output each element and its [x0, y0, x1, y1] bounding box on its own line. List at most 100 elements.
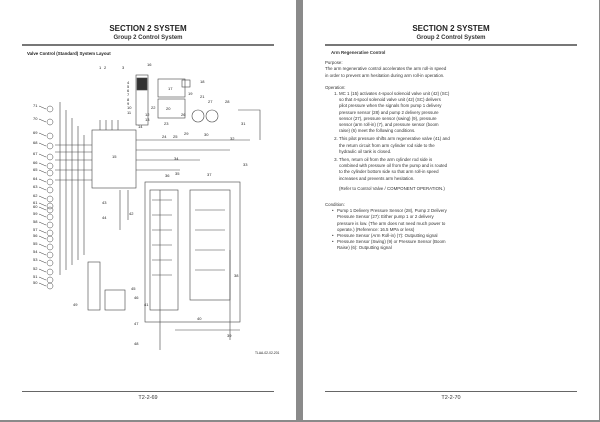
left-page: SECTION 2 SYSTEM Group 2 Control System … — [0, 0, 296, 420]
callout-62: 62 — [33, 193, 38, 198]
callout-29: 29 — [184, 131, 189, 136]
figure-subtitle: Valve Control (Standard) System Layout — [27, 51, 111, 56]
condition-item: Pressure Sensor (Arm Roll-in) (7): Outpu… — [332, 233, 450, 239]
condition-item: Pump 1 Delivery Pressure Sensor (28), Pu… — [332, 208, 450, 233]
sensor-symbol — [46, 251, 54, 259]
leader-line — [38, 243, 47, 248]
leader-line — [38, 178, 47, 183]
callout-66: 66 — [33, 160, 38, 165]
callout-16: 16 — [147, 62, 152, 67]
callout-63: 63 — [33, 184, 38, 189]
callout-20: 20 — [166, 106, 171, 111]
monitor-unit — [136, 77, 148, 91]
callout-40: 40 — [197, 316, 202, 321]
callout-8: 8 — [127, 97, 130, 102]
leader-line — [38, 213, 47, 218]
callout-61: 61 — [33, 200, 38, 205]
callout-7: 7 — [127, 92, 130, 97]
callout-48: 48 — [134, 341, 139, 346]
callout-18: 18 — [200, 79, 205, 84]
operation-step: Then, return oil from the arm cylinder r… — [339, 157, 450, 182]
leader-line — [38, 105, 47, 110]
callout-47: 47 — [134, 321, 139, 326]
callout-4: 4 — [127, 80, 130, 85]
section-title: SECTION 2 SYSTEM — [109, 24, 187, 33]
sensor-symbol — [46, 186, 54, 194]
leader-line — [38, 268, 47, 273]
callout-27: 27 — [208, 99, 213, 104]
callout-38: 38 — [234, 273, 239, 278]
leader-line — [38, 142, 47, 147]
callout-15: 15 — [112, 154, 117, 159]
callout-52: 52 — [33, 266, 38, 271]
callout-60: 60 — [33, 204, 38, 209]
callout-59: 59 — [33, 211, 38, 216]
operation-steps: MC 1 (15) activates 4-spool solenoid val… — [325, 91, 450, 182]
callout-71: 71 — [33, 103, 38, 108]
callout-41: 41 — [144, 302, 149, 307]
callout-58: 58 — [33, 219, 38, 224]
purpose-label: Purpose: — [325, 60, 343, 66]
callout-9: 9 — [127, 101, 130, 106]
sensor-symbol — [46, 229, 54, 237]
callout-36: 36 — [165, 173, 170, 178]
sensor-symbol — [46, 282, 54, 290]
reference-note: (Refer to Control Valve / COMPONENT OPER… — [339, 185, 445, 191]
leader-line — [38, 186, 47, 191]
callout-6: 6 — [127, 88, 130, 93]
callout-46: 46 — [134, 295, 139, 300]
callout-13: 13 — [145, 117, 150, 122]
callout-34: 34 — [174, 156, 179, 161]
operation-step: MC 1 (15) activates 4-spool solenoid val… — [339, 91, 450, 134]
callout-64: 64 — [33, 176, 38, 181]
leader-line — [38, 206, 47, 211]
callout-70: 70 — [33, 116, 38, 121]
section-heading: Arm Regenerative Control — [331, 50, 386, 55]
page-number: T2-2-70 — [441, 395, 461, 401]
callout-11: 11 — [127, 110, 132, 115]
group-title: Group 2 Control System — [416, 35, 486, 41]
callout-53: 53 — [33, 257, 38, 262]
leader-line — [38, 132, 47, 137]
footer-rule — [325, 391, 577, 392]
callout-2: 2 — [104, 65, 107, 70]
callout-23: 23 — [164, 121, 169, 126]
mc-controller-box — [91, 129, 137, 189]
sensor-symbol — [46, 213, 54, 221]
callout-55: 55 — [33, 241, 38, 246]
section-title: SECTION 2 SYSTEM — [412, 24, 490, 33]
leader-line — [38, 221, 47, 226]
sensor-symbol — [46, 206, 54, 214]
right-page: SECTION 2 SYSTEM Group 2 Control System … — [303, 0, 599, 420]
sensor-symbol — [46, 142, 54, 150]
callout-35: 35 — [175, 171, 180, 176]
conditions-list: Pump 1 Delivery Pressure Sensor (28), Pu… — [325, 208, 450, 251]
page-number: T2-2-69 — [138, 395, 158, 401]
condition-label: Condition: — [325, 202, 345, 208]
sensor-symbol — [46, 276, 54, 284]
purpose-text: The arm regenerative control accelerates… — [325, 66, 447, 78]
callout-39: 39 — [227, 333, 232, 338]
group-title: Group 2 Control System — [113, 35, 183, 41]
sensor-symbol — [46, 243, 54, 251]
sensor-symbol — [46, 235, 54, 243]
sensor-symbol — [46, 153, 54, 161]
sensor-symbol — [46, 105, 54, 113]
callout-10: 10 — [127, 105, 132, 110]
callout-43: 43 — [102, 200, 107, 205]
callout-26: 26 — [181, 112, 186, 117]
sensor-symbol — [46, 195, 54, 203]
leader-line — [38, 169, 47, 174]
callout-21: 21 — [200, 94, 205, 99]
header-rule — [325, 44, 577, 46]
callout-33: 33 — [243, 162, 248, 167]
callout-3: 3 — [122, 65, 125, 70]
operation-step: This pilot pressure shifts arm regenerat… — [339, 136, 450, 155]
sensor-symbol — [46, 162, 54, 170]
sensor-symbol — [46, 202, 54, 210]
callout-57: 57 — [33, 227, 38, 232]
figure-id: TLAA-02-02-201 — [255, 351, 280, 355]
diagram-lines — [55, 74, 261, 350]
